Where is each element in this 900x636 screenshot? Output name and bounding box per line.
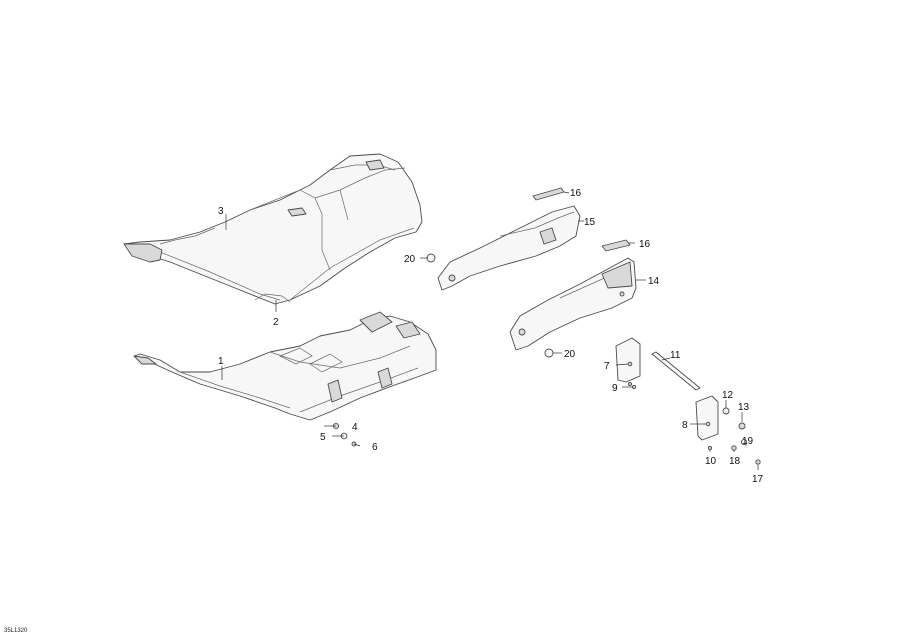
seat-base-bracket-left: [327, 379, 343, 403]
callout-2: 2: [273, 317, 279, 328]
seat-base: [133, 311, 437, 421]
side-panel-15-body: [437, 205, 581, 291]
nut-18: [731, 445, 737, 451]
seat-base-body: [133, 315, 437, 421]
washer-19: [740, 438, 748, 446]
callout-19: 19: [742, 436, 754, 447]
bracket-7: [615, 337, 641, 386]
trim-strip-16-upper: [532, 187, 565, 201]
seat-base-latch-2: [395, 321, 421, 339]
callout-20-upper: 20: [404, 254, 416, 265]
seat-base-latch: [359, 311, 393, 333]
callout-20-lower: 20: [564, 349, 576, 360]
callout-18: 18: [729, 456, 741, 467]
callout-6: 6: [372, 442, 378, 453]
callout-9: 9: [612, 383, 618, 394]
callout-10: 10: [705, 456, 717, 467]
callout-16-lower: 16: [639, 239, 651, 250]
plug-20-lower: [544, 348, 554, 358]
nut-9: [631, 384, 637, 390]
seat-rear-grip: [123, 243, 163, 263]
side-panel-14-tab: [601, 261, 633, 289]
leader-lines: [221, 191, 759, 470]
callout-7: 7: [604, 361, 610, 372]
callout-11: 11: [670, 350, 681, 361]
callout-17: 17: [752, 474, 764, 485]
side-panel-15-tab: [539, 227, 557, 245]
plug-20-upper: [426, 253, 436, 263]
side-panel-15: [437, 205, 581, 291]
bracket-8: [695, 395, 719, 441]
side-panel-14-body: [509, 257, 637, 351]
drawing-code: 35L1320: [4, 628, 28, 634]
rod-11: [651, 351, 701, 391]
callout-1: 1: [218, 356, 224, 367]
seat-strap-front: [365, 159, 385, 171]
bolt-17: [755, 459, 761, 465]
nut-13: [738, 422, 746, 430]
seat-cover: [123, 153, 423, 305]
seat-base-front-tip: [133, 355, 157, 365]
trim-strip-16-lower: [601, 239, 631, 252]
callout-14: 14: [648, 276, 660, 287]
nut-10: [707, 445, 713, 451]
callout-8: 8: [682, 420, 688, 431]
side-panel-14: [509, 257, 637, 351]
callout-3: 3: [218, 206, 224, 217]
callout-12: 12: [722, 390, 734, 401]
seat-strap: [287, 207, 307, 217]
side-panel-15-hole: [448, 274, 456, 282]
callout-15: 15: [584, 217, 596, 228]
seat-assembly: [123, 153, 423, 305]
seat-base-bracket-mid: [377, 367, 393, 389]
side-panel-14-hole: [518, 328, 526, 336]
callout-4: 4: [352, 422, 358, 433]
callout-5: 5: [320, 432, 326, 443]
callout-13: 13: [738, 402, 750, 413]
callouts: 3 2 1 4 5 6 20 16 15 16 14 20 11 7 9 12 …: [218, 188, 764, 485]
side-panel-14-hole-2: [619, 291, 625, 297]
washer-12: [722, 407, 730, 415]
callout-16-upper: 16: [570, 188, 582, 199]
